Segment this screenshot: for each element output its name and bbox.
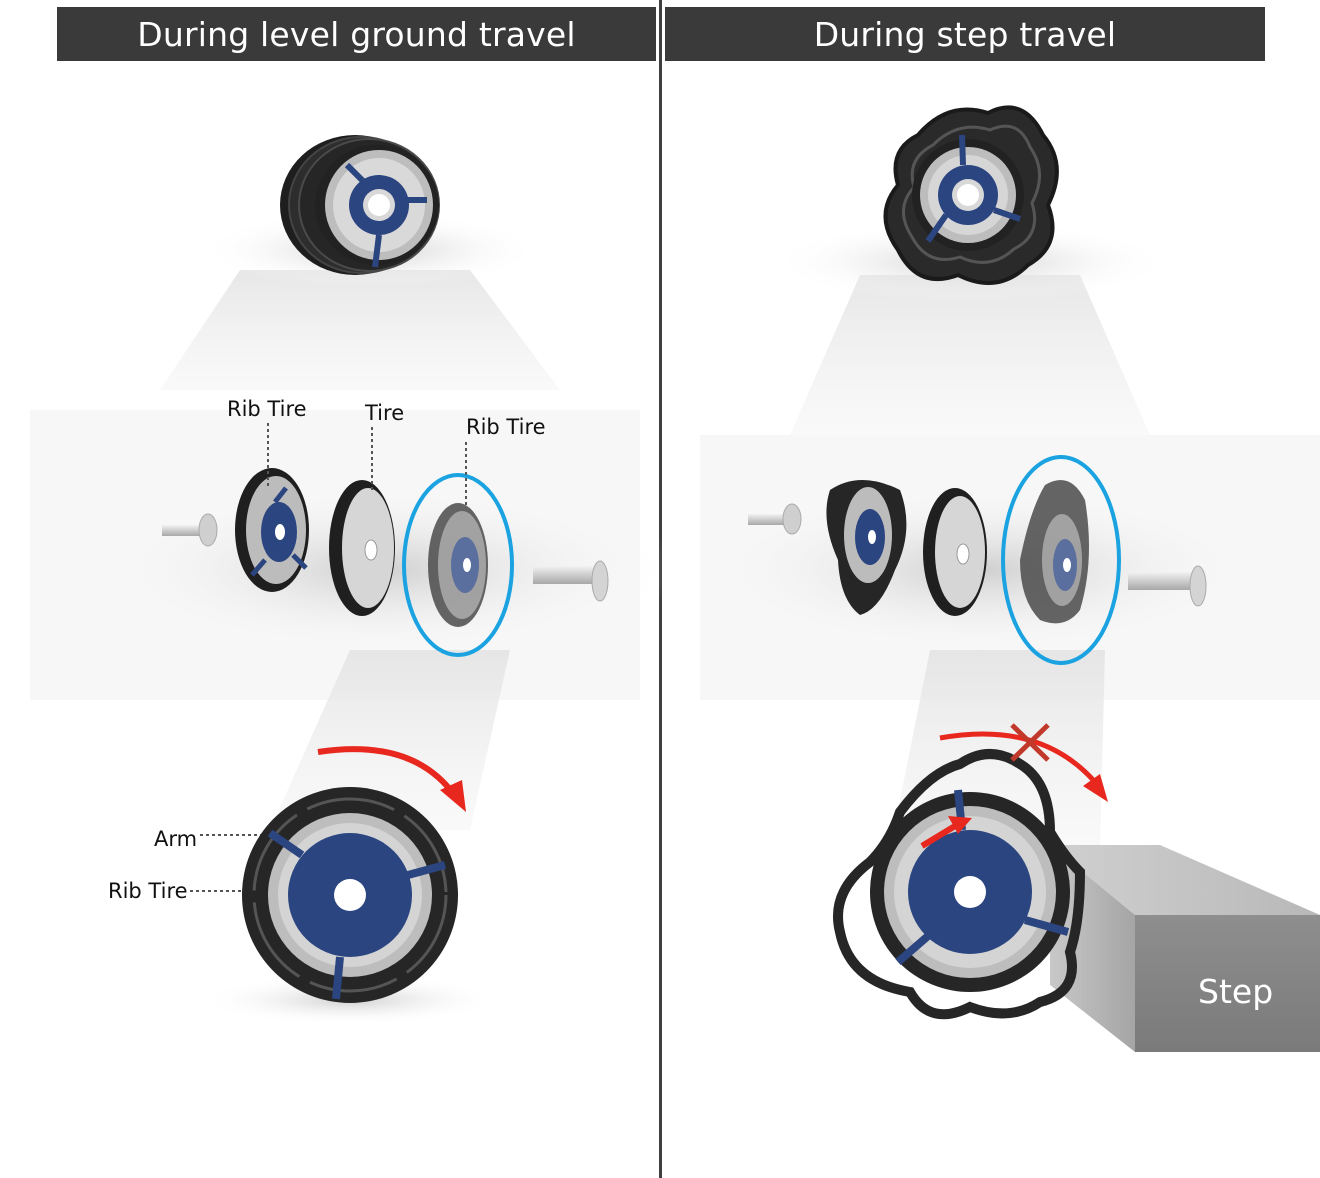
header-level-ground: During level ground travel: [57, 7, 656, 61]
label-rib-tire-2: Rib Tire: [466, 415, 546, 439]
label-step: Step: [1198, 972, 1274, 1011]
blocked-cross-icon: [1010, 723, 1050, 762]
rib-wheel-front-level: [242, 787, 458, 1003]
label-arm: Arm: [154, 827, 198, 851]
header-step-travel: During step travel: [665, 7, 1265, 61]
label-tire: Tire: [365, 401, 405, 425]
rotation-arrow-icon-left: [317, 746, 466, 812]
exploded-left: [162, 468, 609, 657]
assembled-wheel-step: [883, 105, 1059, 285]
label-rib-tire-3: Rib Tire: [108, 879, 188, 903]
label-rib-tire-1: Rib Tire: [227, 397, 307, 421]
leader-lines-left: [190, 423, 467, 892]
exploded-right: [748, 455, 1207, 665]
step-block: [1050, 845, 1320, 1052]
rib-wheel-front-step: [833, 749, 1086, 1020]
assembled-wheel-level: [280, 135, 440, 275]
